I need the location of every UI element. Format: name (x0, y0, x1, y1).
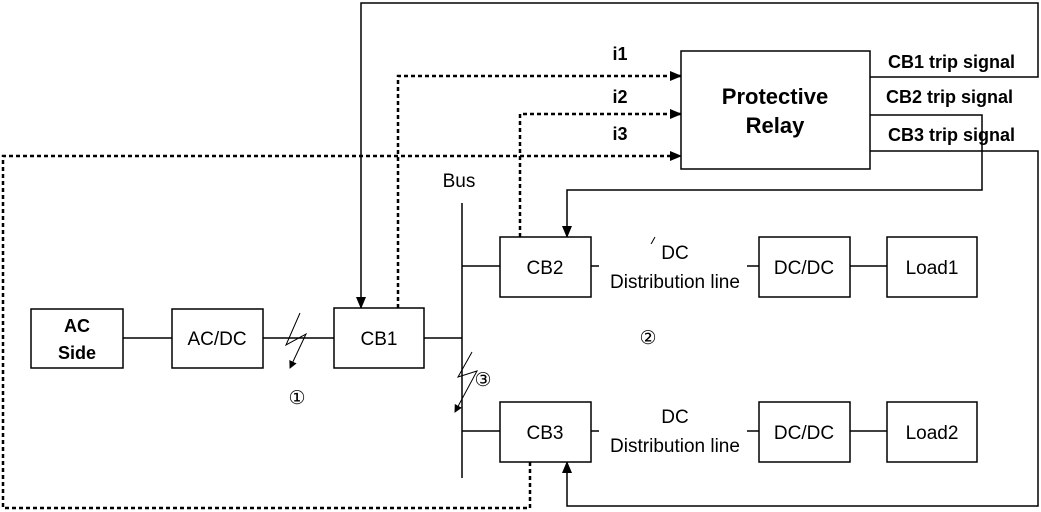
ac-side-label-line2: Side (58, 343, 96, 363)
signal-i1-label: i1 (612, 44, 627, 64)
ac-side-block: AC Side (30, 308, 124, 369)
dc-dc-2-label: DC/DC (774, 423, 834, 444)
line1-label-distribution: Distribution line (610, 272, 740, 293)
ac-dc-label: AC/DC (187, 329, 246, 350)
trip-signal-wires (356, 2, 1039, 507)
fault-3-lightning-icon (454, 351, 479, 413)
line2-label-distribution: Distribution line (610, 436, 740, 457)
fault-2-label: ② (639, 328, 656, 349)
fault-1-lightning-icon (284, 312, 308, 369)
cb2-label: CB2 (527, 258, 564, 279)
relay-label-line2: Relay (746, 113, 805, 138)
cb1-trip-signal-label: CB1 trip signal (888, 52, 1015, 72)
load1-block: Load1 (886, 236, 978, 298)
cb3-trip-signal-label: CB3 trip signal (888, 125, 1015, 145)
fault-3-label: ③ (474, 370, 491, 391)
signal-i3-label: i3 (612, 124, 627, 144)
ac-side-label-line1: AC (64, 316, 90, 336)
cb1-block: CB1 (333, 307, 425, 369)
dc-dc-1-label: DC/DC (774, 258, 834, 279)
relay-label-line1: Protective (722, 84, 828, 109)
cb2-block: CB2 (499, 236, 592, 298)
load2-label: Load2 (906, 423, 959, 444)
bus-label: Bus (443, 171, 476, 192)
cb2-trip-signal-label: CB2 trip signal (886, 87, 1013, 107)
load1-label: Load1 (906, 258, 959, 279)
load2-block: Load2 (886, 401, 978, 463)
line2-label-dc: DC (661, 407, 688, 428)
signal-i2-label: i2 (612, 87, 627, 107)
cb3-block: CB3 (499, 401, 592, 463)
cb3-label: CB3 (527, 423, 564, 444)
measurement-wires (1, 71, 682, 510)
cb1-label: CB1 (361, 329, 398, 350)
dc-dc-block-2: DC/DC (758, 401, 851, 463)
protective-relay-block: Protective Relay (680, 50, 871, 170)
dc-dc-block-1: DC/DC (758, 236, 851, 298)
fault-1-label: ① (288, 388, 305, 409)
line1-label-dc: DC (661, 243, 688, 264)
ac-dc-block: AC/DC (171, 308, 264, 369)
